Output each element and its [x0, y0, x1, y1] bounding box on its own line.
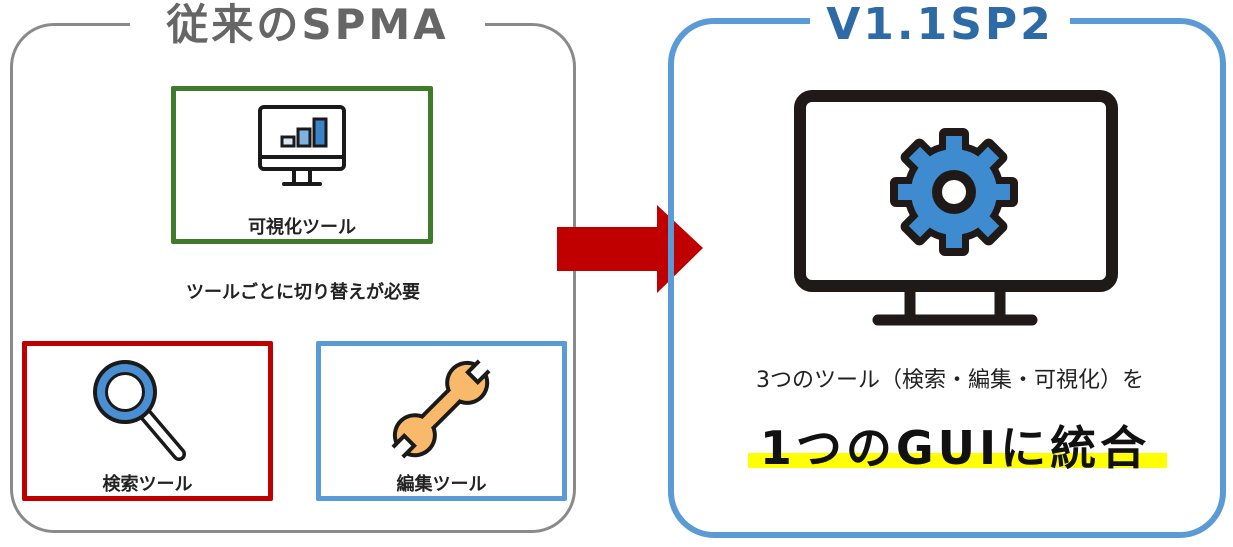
search-tool-box: 検索ツール: [22, 341, 273, 501]
v11sp2-title: V1.1SP2: [810, 0, 1070, 50]
integration-headline: 1つのGUIに統合: [759, 421, 1151, 475]
monitor-gear-icon: [794, 90, 1118, 326]
edit-tool-label: 編集ツール: [396, 474, 487, 495]
visualization-tool-label: 可視化ツール: [248, 217, 356, 238]
headline-highlight: [748, 453, 1167, 468]
monitor-bar-chart-icon: [258, 105, 346, 186]
edit-tool-box: 編集ツール: [316, 341, 567, 501]
visualization-tool-box: 可視化ツール: [171, 86, 433, 244]
switch-required-note: ツールごとに切り替えが必要: [186, 282, 420, 303]
wrench-icon: [391, 359, 491, 459]
magnifier-icon: [93, 360, 186, 461]
gear-icon: [890, 128, 1018, 256]
search-tool-label: 検索ツール: [102, 474, 193, 495]
right-arrow-icon: [557, 205, 703, 293]
legacy-spma-title: 従来のSPMA: [130, 0, 485, 50]
integration-description: 3つのツール（検索・編集・可視化）を: [756, 368, 1144, 393]
